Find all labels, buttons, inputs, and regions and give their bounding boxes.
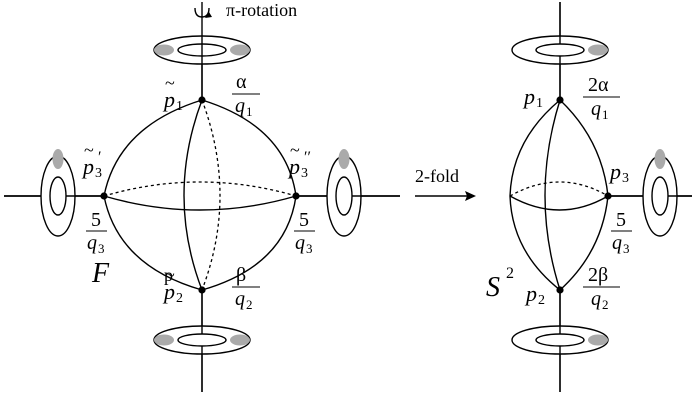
fraction-beta-q2: β q 2 xyxy=(232,264,260,312)
back-equator-right xyxy=(509,181,609,197)
svg-text:5: 5 xyxy=(91,209,101,231)
svg-text:3: 3 xyxy=(623,241,630,256)
label-p3-dprime-left: ~ p 3 ′′ xyxy=(287,140,311,181)
svg-text:S: S xyxy=(486,272,500,303)
svg-text:q: q xyxy=(612,232,622,254)
svg-text:q: q xyxy=(235,288,245,310)
top-torus-right xyxy=(511,2,609,100)
svg-text:2: 2 xyxy=(538,293,545,308)
vertex-p3-right xyxy=(604,192,612,200)
fraction-alpha-q1: α q 1 xyxy=(232,71,260,119)
fraction-5-q3-right: 5 q 3 xyxy=(294,209,315,256)
label-p2-tilde-left: p ~ p 2 xyxy=(162,265,183,306)
left-sphere xyxy=(100,96,300,294)
svg-text:2: 2 xyxy=(506,265,514,282)
arrow-head-icon xyxy=(465,191,476,201)
svg-text:q: q xyxy=(591,98,601,120)
label-p3-prime-left: ~ p 3 ′ xyxy=(81,140,102,181)
inner-meridian xyxy=(544,99,561,291)
svg-text:p: p xyxy=(608,159,621,184)
vertex-p3-dprime-left xyxy=(292,192,300,200)
svg-text:1: 1 xyxy=(536,96,543,111)
right-sphere xyxy=(509,96,612,294)
svg-text:p: p xyxy=(162,279,175,304)
two-fold-arrow: 2-fold xyxy=(415,166,476,201)
svg-text:2α: 2α xyxy=(588,74,609,96)
svg-text:~: ~ xyxy=(165,73,175,93)
right-torus-right xyxy=(608,149,692,237)
front-equator xyxy=(103,195,297,211)
front-meridian xyxy=(183,99,203,291)
label-S2: S 2 xyxy=(486,265,514,303)
front-equator-right xyxy=(509,195,609,211)
svg-text:3: 3 xyxy=(306,241,313,256)
svg-text:5: 5 xyxy=(616,209,626,231)
label-p3-right: p 3 xyxy=(608,159,629,186)
svg-text:′: ′ xyxy=(98,149,102,166)
svg-text:3: 3 xyxy=(622,171,629,186)
svg-text:2β: 2β xyxy=(588,264,608,286)
svg-text:5: 5 xyxy=(299,209,309,231)
svg-text:p: p xyxy=(287,154,300,179)
fraction-2alpha-q1: 2α q 1 xyxy=(583,74,620,122)
svg-text:3: 3 xyxy=(95,166,102,181)
left-orbifold-figure: π-rotation xyxy=(4,0,400,392)
svg-text:p: p xyxy=(524,281,537,306)
svg-text:′′: ′′ xyxy=(304,149,311,166)
rotation-arrow-icon xyxy=(194,7,212,18)
svg-text:3: 3 xyxy=(301,166,308,181)
svg-text:q: q xyxy=(235,95,245,117)
label-p2-right: p 2 xyxy=(524,281,545,308)
svg-text:p: p xyxy=(164,265,173,285)
svg-text:1: 1 xyxy=(602,107,609,122)
svg-text:~: ~ xyxy=(290,140,300,160)
vertex-p1-left xyxy=(198,96,206,104)
fraction-2beta-q2: 2β q 2 xyxy=(583,264,620,312)
fraction-5-q3-left: 5 q 3 xyxy=(86,209,107,256)
right-torus-left xyxy=(296,149,400,237)
svg-text:q: q xyxy=(87,232,97,254)
svg-text:1: 1 xyxy=(176,99,183,114)
back-equator xyxy=(103,181,297,197)
vertex-p2-right xyxy=(556,286,564,294)
svg-text:q: q xyxy=(591,288,601,310)
vertex-p3-prime-left xyxy=(100,192,108,200)
bottom-torus-right xyxy=(511,290,609,392)
right-orbifold-figure: p 1 p 2 p 3 2α q 1 2β q 2 5 q 3 xyxy=(486,2,692,392)
svg-text:β: β xyxy=(236,264,246,286)
label-p1-right: p 1 xyxy=(522,84,543,111)
label-p1-tilde-left: ~ p 1 xyxy=(162,73,183,114)
svg-text:q: q xyxy=(295,232,305,254)
bottom-torus-left xyxy=(153,290,251,392)
svg-text:p: p xyxy=(522,84,535,109)
arrow-label: 2-fold xyxy=(415,166,459,186)
vertex-p2-left xyxy=(198,286,206,294)
svg-text:2: 2 xyxy=(176,291,183,306)
svg-text:1: 1 xyxy=(246,104,253,119)
left-torus xyxy=(4,149,104,237)
back-meridian xyxy=(201,99,221,291)
svg-text:3: 3 xyxy=(98,241,105,256)
vertex-p1-right xyxy=(556,96,564,104)
fraction-5-q3-right-fig: 5 q 3 xyxy=(611,209,632,256)
svg-text:p: p xyxy=(81,154,94,179)
svg-text:p: p xyxy=(162,87,175,112)
svg-text:2: 2 xyxy=(602,297,609,312)
svg-text:~: ~ xyxy=(84,140,94,160)
svg-text:2: 2 xyxy=(246,297,253,312)
svg-text:~: ~ xyxy=(165,265,175,285)
label-F: F xyxy=(91,258,110,289)
top-torus-left xyxy=(153,35,251,100)
svg-text:α: α xyxy=(236,71,247,93)
rotation-label: π-rotation xyxy=(226,0,297,20)
